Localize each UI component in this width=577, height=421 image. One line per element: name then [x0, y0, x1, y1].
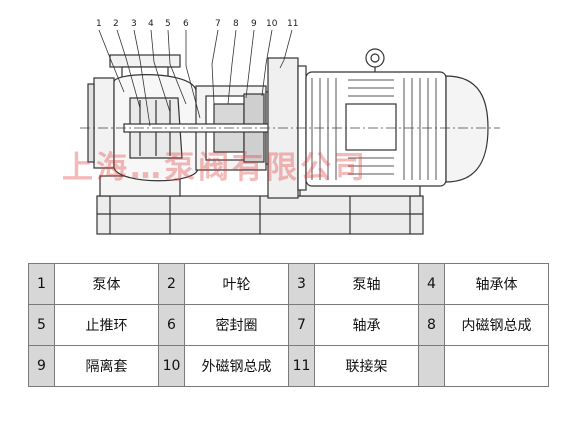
part-name-cell: 叶轮	[184, 263, 289, 305]
empty-cell	[444, 345, 549, 387]
part-number-cell: 2	[158, 263, 185, 305]
terminal-box	[345, 103, 397, 151]
table-row: 9 隔离套 10 外磁钢总成 11 联接架	[28, 345, 549, 387]
pump-cross-section-diagram: 1 2 3 4 5 6 7 8 9 10 11 上海…泵阀有限公司	[62, 19, 500, 235]
callout-7: 7	[215, 19, 221, 29]
part-name-cell: 外磁钢总成	[184, 345, 289, 387]
part-number-cell: 11	[288, 345, 315, 387]
part-name-cell: 轴承	[314, 304, 419, 346]
part-number-cell: 6	[158, 304, 185, 346]
lifting-eye	[365, 48, 385, 68]
part-name-cell: 泵体	[54, 263, 159, 305]
part-number-cell: 5	[28, 304, 55, 346]
part-name-cell: 联接架	[314, 345, 419, 387]
part-number-cell: 3	[288, 263, 315, 305]
part-number-cell: 1	[28, 263, 55, 305]
part-name-cell: 密封圈	[184, 304, 289, 346]
watermark: 上海…泵阀有限公司	[62, 150, 368, 186]
callout-5: 5	[165, 19, 171, 29]
part-name-cell: 泵轴	[314, 263, 419, 305]
part-name-cell: 隔离套	[54, 345, 159, 387]
callout-10: 10	[266, 19, 278, 29]
part-number-cell	[418, 345, 445, 387]
table-row: 5 止推环 6 密封圈 7 轴承 8 内磁钢总成	[28, 304, 549, 346]
part-name-cell: 内磁钢总成	[444, 304, 549, 346]
part-number-cell: 8	[418, 304, 445, 346]
table-row: 1 泵体 2 叶轮 3 泵轴 4 轴承体	[28, 263, 549, 305]
part-name-cell: 轴承体	[444, 263, 549, 305]
part-number-cell: 9	[28, 345, 55, 387]
callout-8: 8	[233, 19, 239, 29]
callout-1: 1	[96, 19, 102, 29]
parts-legend-table: 1 泵体 2 叶轮 3 泵轴 4 轴承体 5 止推环 6 密封圈 7 轴承 8 …	[28, 263, 549, 387]
callout-11: 11	[287, 19, 298, 29]
callout-2: 2	[113, 19, 119, 29]
part-number-cell: 10	[158, 345, 185, 387]
part-name-cell: 止推环	[54, 304, 159, 346]
callout-9: 9	[251, 19, 257, 29]
callout-4: 4	[148, 19, 154, 29]
part-number-cell: 7	[288, 304, 315, 346]
callout-6: 6	[183, 19, 189, 29]
callout-3: 3	[131, 19, 137, 29]
part-number-cell: 4	[418, 263, 445, 305]
